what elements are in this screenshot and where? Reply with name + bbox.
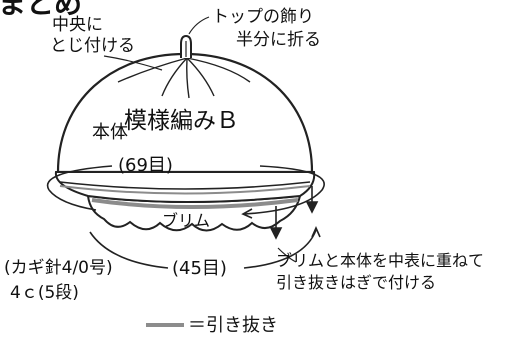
label-body: 本体 xyxy=(92,122,128,143)
label-top-line2: 半分に折る xyxy=(236,30,321,50)
label-attach-line2: 引き抜きはぎで付ける xyxy=(276,273,436,292)
leader-top xyxy=(188,16,210,35)
heading-fragment: まとめ xyxy=(0,0,82,20)
count-45-arrowhead xyxy=(311,226,321,238)
slip-stitch-seam xyxy=(91,198,299,209)
hat-band-inner-line xyxy=(59,181,311,190)
label-brim: ブリム xyxy=(162,211,210,230)
attach-arrows xyxy=(269,186,319,240)
leader-center xyxy=(103,55,163,71)
count-69-arc xyxy=(46,165,325,215)
top-gather-lines xyxy=(117,57,251,99)
label-pattern: 模様編みＢ xyxy=(124,108,239,134)
leader-attach xyxy=(277,247,297,263)
label-center-line2: とじ付ける xyxy=(50,36,135,56)
count-69-arc-back xyxy=(48,189,97,211)
label-count-45: (45目) xyxy=(172,258,227,279)
count-69-arrowhead xyxy=(241,208,253,219)
hat-band-grey-line xyxy=(59,185,311,195)
label-center-line1: 中央に xyxy=(52,15,103,35)
label-top-line1: トップの飾り xyxy=(212,7,314,27)
label-hook-size: (カギ針4/0号) xyxy=(4,258,113,278)
label-rows: 4ｃ(5段) xyxy=(10,283,79,303)
label-attach-line1: ブリムと本体を中表に重ねて xyxy=(276,251,484,270)
label-count-69: (69目) xyxy=(118,155,173,176)
hat-band xyxy=(54,171,316,203)
legend-text: ＝引き抜き xyxy=(188,315,278,336)
